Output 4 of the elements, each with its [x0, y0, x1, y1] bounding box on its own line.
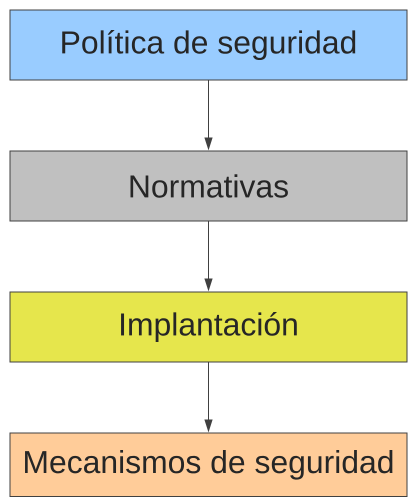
- process-box: Política de seguridad: [10, 10, 408, 80]
- process-box: Normativas: [10, 150, 408, 222]
- process-box: Implantación: [10, 292, 408, 362]
- process-box: Mecanismos de seguridad: [10, 432, 408, 497]
